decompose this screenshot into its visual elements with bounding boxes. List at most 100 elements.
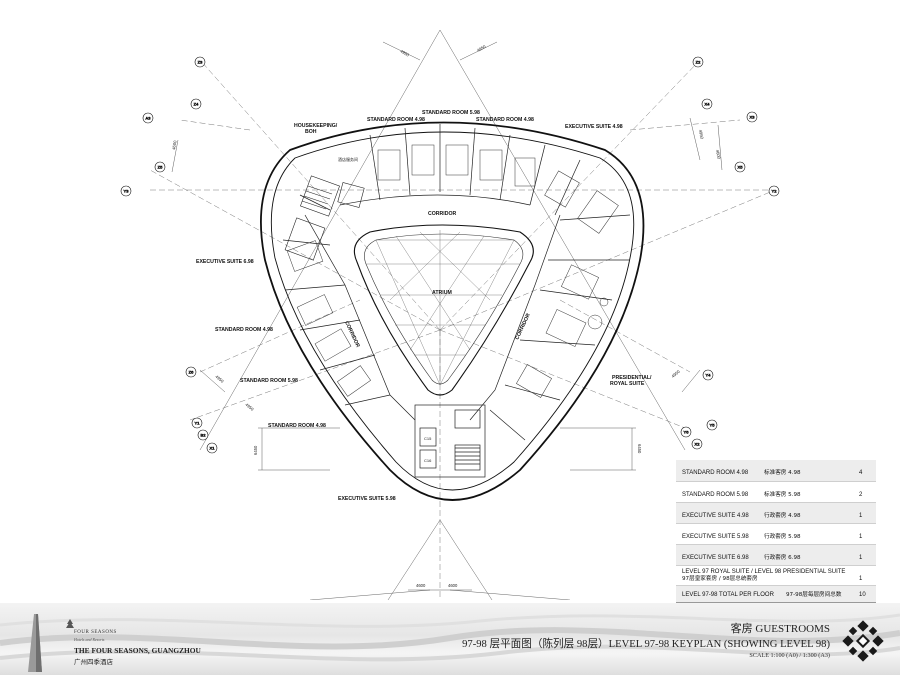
label-boh-cn: 酒店服务间: [338, 156, 358, 162]
svg-text:Z4: Z4: [194, 102, 199, 107]
dimension-lines: [171, 41, 723, 591]
svg-text:Z6: Z6: [189, 370, 194, 375]
grid-lines: [149, 59, 776, 600]
label-standard-left-2: STANDARD ROOM 5.98: [240, 378, 298, 384]
svg-text:A3: A3: [146, 116, 152, 121]
label-exec-left: EXECUTIVE SUITE 6.98: [196, 259, 254, 265]
label-presidential: PRESIDENTIAL/: [612, 375, 652, 381]
svg-text:Z2: Z2: [696, 60, 701, 65]
svg-text:4600: 4600: [448, 583, 458, 588]
emblem-icon: [842, 620, 884, 662]
stair-core-left: [284, 175, 365, 261]
grid-bubble: Y2: [768, 185, 780, 197]
core-bottom: [414, 404, 486, 478]
grid-bubbles: Z3 A3 Z4 Y3 Z2 Y2 X5 X4 X3 Z5 Z6 Y4 Y5 Y…: [120, 56, 780, 454]
svg-text:Y4: Y4: [706, 373, 712, 378]
label-standard-top-right: STANDARD ROOM 4.98: [476, 117, 534, 123]
label-standard-top: STANDARD ROOM 5.98: [422, 110, 480, 116]
label-exec-top-right: EXECUTIVE SUITE 4.98: [565, 124, 623, 130]
room-details: [286, 144, 619, 398]
grid-bubble: Z4: [190, 98, 202, 110]
four-seasons-tree-icon: [66, 619, 74, 628]
grid-bubble: X2: [691, 438, 703, 450]
svg-text:Y1: Y1: [195, 421, 201, 426]
svg-text:Z5: Z5: [158, 165, 163, 170]
dimension-labels: 4950 4950 4950 4600 4600 4950 4950 4950 …: [171, 44, 722, 588]
svg-text:Z3: Z3: [198, 60, 203, 65]
schedule-row-royal: LEVEL 97 ROYAL SUITE / LEVEL 98 PRESIDEN…: [676, 566, 876, 586]
grid-bubble: X1: [206, 442, 218, 454]
label-housekeeping: HOUSEKEEPING/: [294, 123, 338, 129]
schedule-row: EXECUTIVE SUITE 4.98 行政套房 4.98 1: [676, 503, 876, 524]
schedule-row: EXECUTIVE SUITE 6.98 行政套房 6.98 1: [676, 545, 876, 566]
section-title: 客房 GUESTROOMS: [730, 623, 830, 635]
svg-text:4600: 4600: [416, 583, 426, 588]
svg-text:6450: 6450: [253, 445, 258, 455]
svg-text:4950: 4950: [476, 44, 487, 53]
grid-bubble: Y5: [706, 419, 718, 431]
atrium-structure-grid: [366, 230, 520, 386]
room-labels: STANDARD ROOM 5.98 STANDARD ROOM 4.98 ST…: [196, 110, 652, 502]
grid-bubble: B2: [197, 429, 209, 441]
svg-text:X1: X1: [210, 446, 216, 451]
label-standard-top-left: STANDARD ROOM 4.98: [367, 117, 425, 123]
schedule-row: STANDARD ROOM 4.98 标准客房 4.98 4: [676, 460, 876, 482]
grid-bubble: Z5: [154, 161, 166, 173]
grid-bubble: Y6: [680, 426, 692, 438]
hotel-name: THE FOUR SEASONS, GUANGZHOU: [74, 646, 201, 655]
scale-note: SCALE 1:100 (A0) / 1:300 (A3): [749, 652, 830, 659]
svg-text:X4: X4: [705, 102, 711, 107]
schedule-row: STANDARD ROOM 5.98 标准客房 5.98 2: [676, 482, 876, 503]
outer-grid-triangle: [199, 29, 686, 600]
sheet-title: 97-98 层平面图（陈列层 98层）LEVEL 97-98 KEYPLAN (…: [462, 639, 830, 650]
grid-bubble: Z6: [185, 366, 197, 378]
core-label-c16: C16: [424, 458, 432, 463]
grid-bubble: Y3: [120, 185, 132, 197]
svg-text:4600: 4600: [171, 139, 178, 150]
floor-plan-drawing: Z3 A3 Z4 Y3 Z2 Y2 X5 X4 X3 Z5 Z6 Y4 Y5 Y…: [120, 29, 780, 600]
label-exec-bottom: EXECUTIVE SUITE 5.98: [338, 496, 396, 502]
hotel-name-cn: 广州四季酒店: [74, 658, 113, 666]
room-schedule-table: STANDARD ROOM 4.98 标准客房 4.98 4 STANDARD …: [676, 460, 876, 603]
label-corridor-left: CORRIDOR: [343, 320, 360, 348]
grid-bubble: X3: [746, 111, 758, 123]
grid-bubble: Z2: [692, 56, 704, 68]
schedule-row: EXECUTIVE SUITE 5.98 行政套房 5.98 1: [676, 524, 876, 545]
brand-block: FOUR SEASONS Hotels and Resorts: [12, 606, 152, 674]
svg-text:4950: 4950: [698, 129, 705, 140]
label-boh: BOH: [305, 129, 317, 135]
label-standard-left-1: STANDARD ROOM 4.98: [215, 327, 273, 333]
atrium-outline: [353, 224, 534, 396]
building-envelope-outer: [260, 121, 645, 501]
guestroom-partitions: [282, 124, 631, 441]
label-standard-left-3: STANDARD ROOM 4.98: [268, 423, 326, 429]
svg-text:Y3: Y3: [124, 189, 130, 194]
building-envelope-inner: [270, 131, 635, 491]
svg-text:4950: 4950: [214, 374, 225, 384]
atrium-inner: [364, 233, 524, 385]
svg-text:B2: B2: [201, 433, 207, 438]
svg-text:6450: 6450: [637, 444, 642, 454]
grid-bubble: X5: [734, 161, 746, 173]
grid-bubble: Y1: [191, 417, 203, 429]
core-label-c15: C15: [424, 436, 432, 441]
label-corridor-top: CORRIDOR: [428, 211, 456, 217]
title-block: FOUR SEASONS Hotels and Resorts THE FOUR…: [0, 603, 900, 675]
svg-text:X5: X5: [738, 165, 744, 170]
schedule-row-total: LEVEL 97-98 TOTAL PER FLOOR 97-98层每层房间总数…: [676, 586, 876, 603]
grid-bubble: A3: [142, 112, 154, 124]
label-royal: ROYAL SUITE: [610, 381, 645, 387]
brand-tagline: Hotels and Resorts: [74, 637, 105, 642]
svg-text:4950: 4950: [670, 369, 681, 379]
svg-text:Y5: Y5: [710, 423, 716, 428]
footer-wave-pattern: [0, 613, 900, 662]
svg-text:X3: X3: [750, 115, 756, 120]
svg-text:4950: 4950: [244, 402, 255, 412]
svg-text:4600: 4600: [715, 149, 722, 160]
svg-text:X2: X2: [695, 442, 701, 447]
grid-bubble: Z3: [194, 56, 206, 68]
brand-name: FOUR SEASONS: [74, 630, 117, 635]
tower-icon: [28, 614, 42, 672]
svg-text:4950: 4950: [400, 49, 411, 58]
svg-text:Y6: Y6: [684, 430, 690, 435]
